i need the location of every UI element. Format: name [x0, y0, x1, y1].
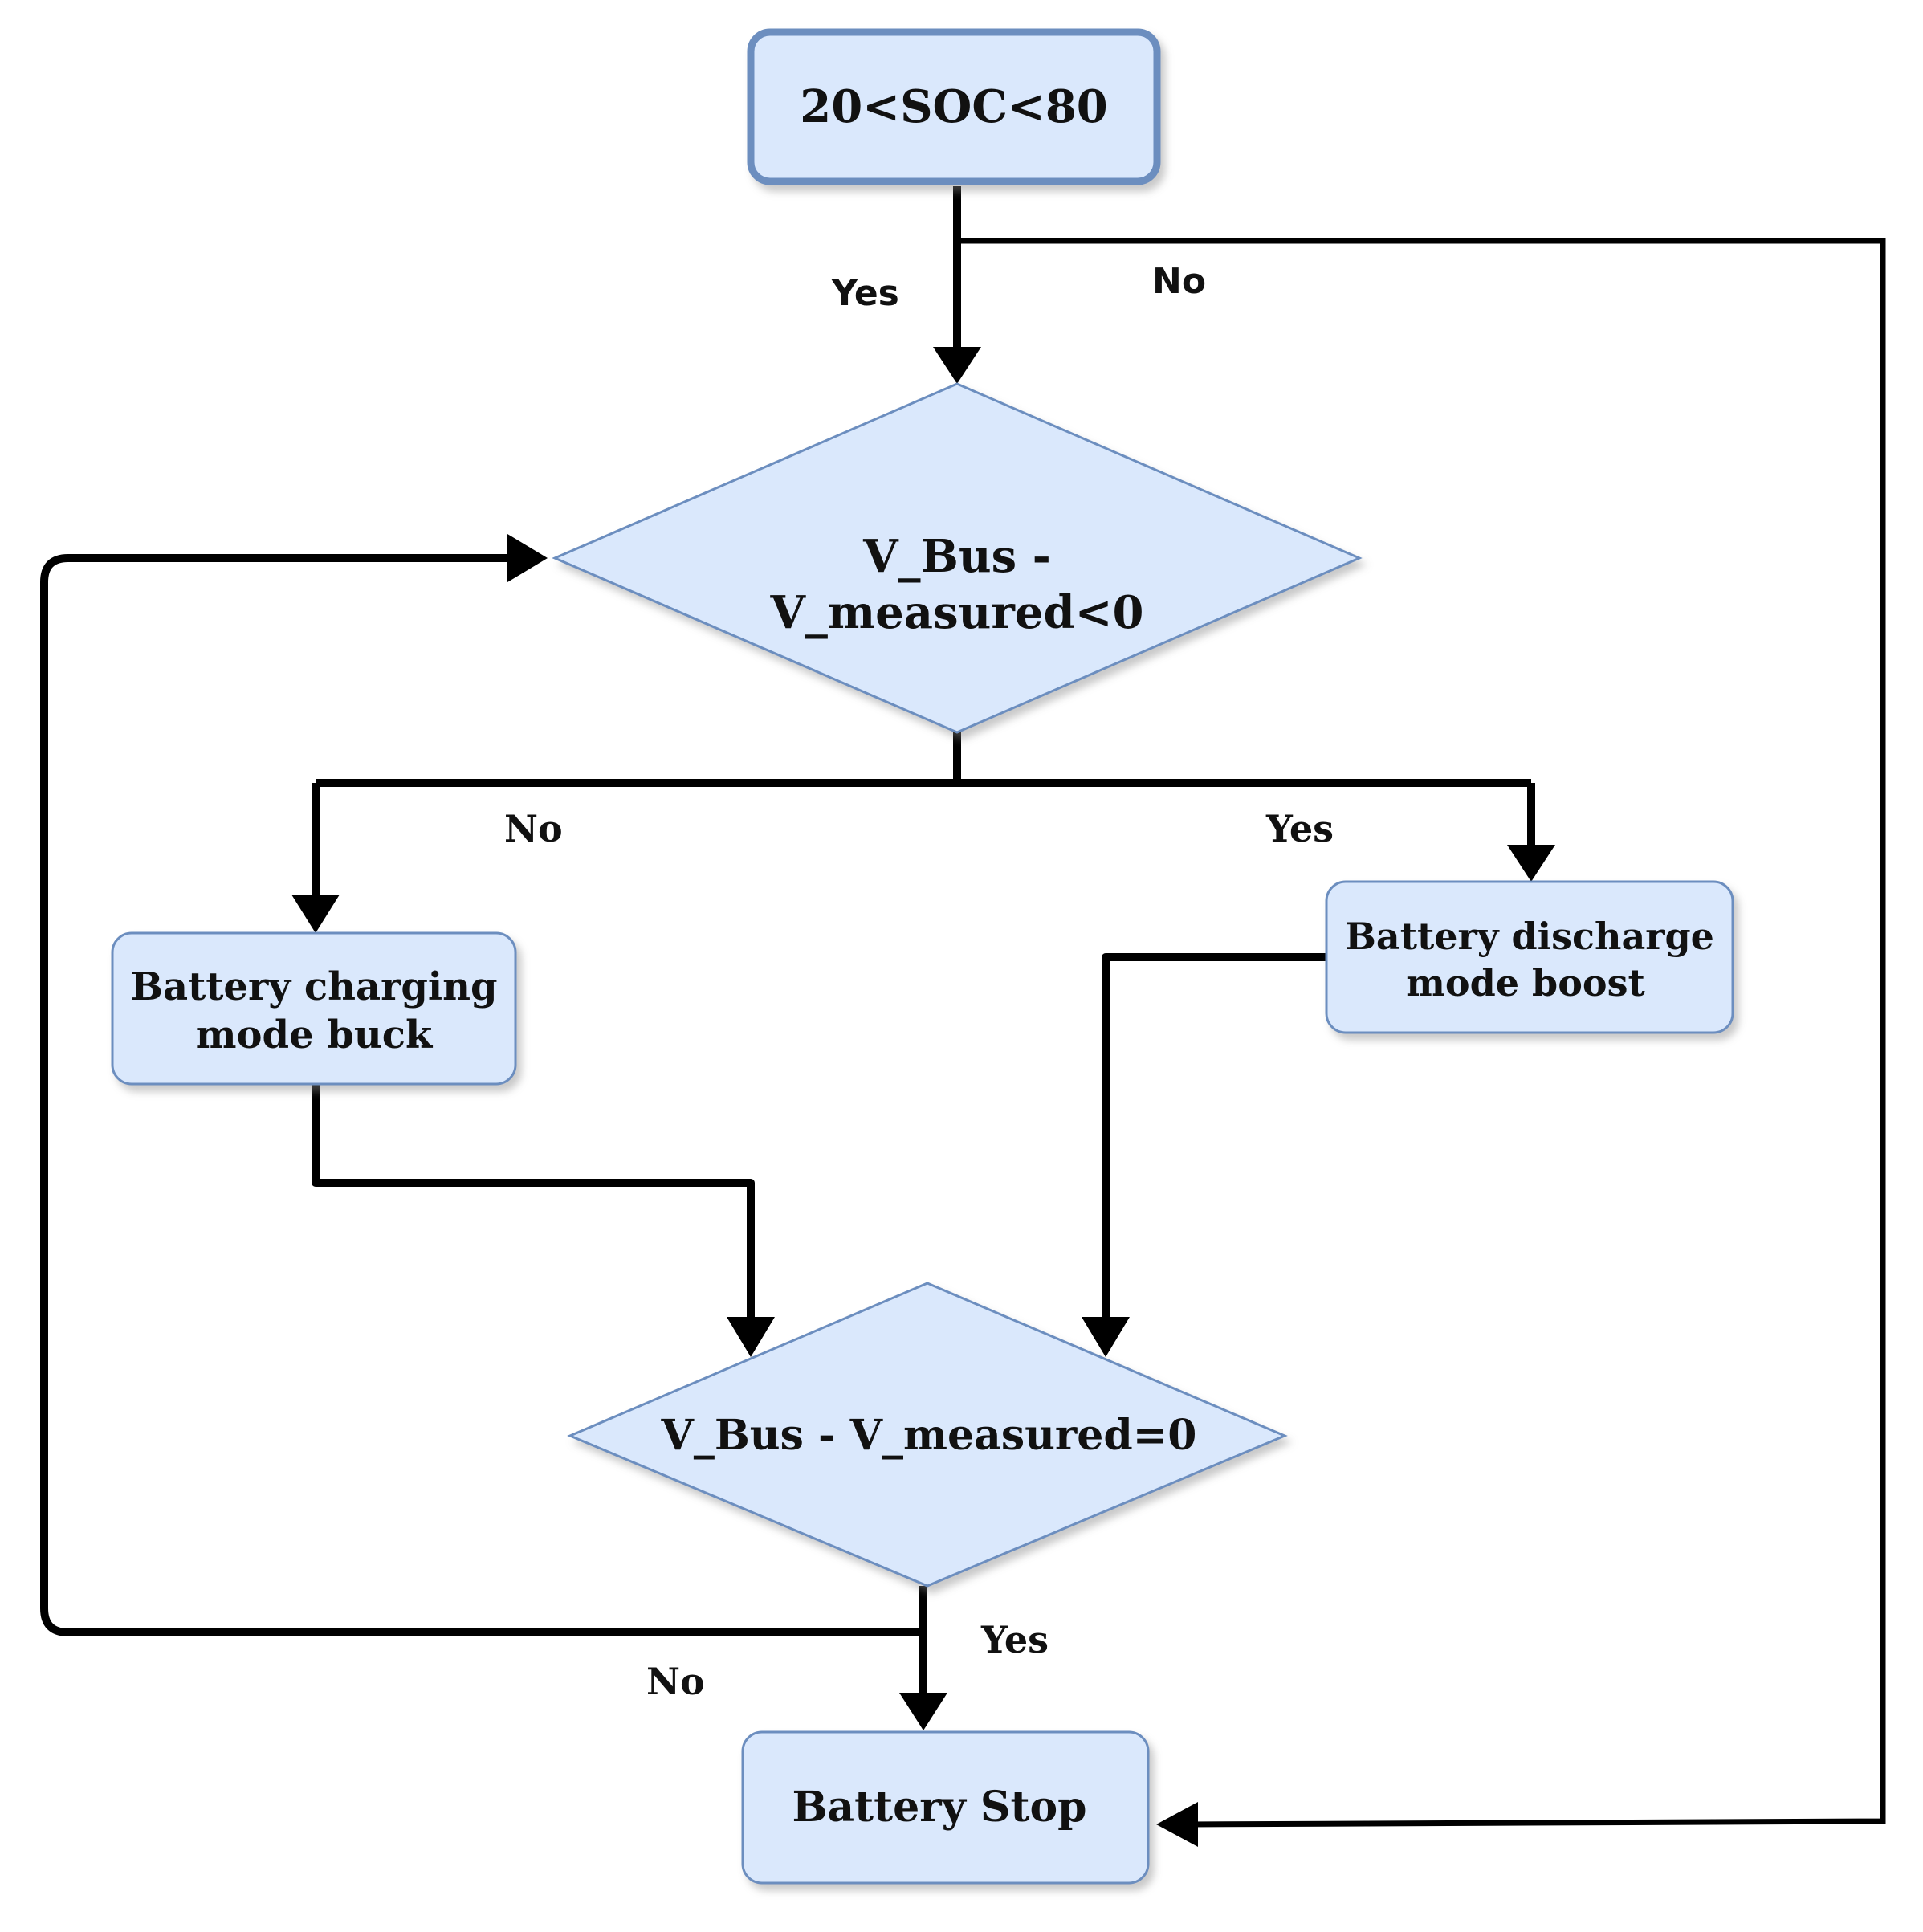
edge-label-start-yes: Yes	[831, 273, 899, 314]
stop-node-label: Battery Stop	[792, 1783, 1086, 1832]
arrowhead-discharge-top	[1507, 845, 1555, 882]
decision1-label-line2: V_measured<0	[769, 586, 1143, 639]
edge-label-decision1-yes: Yes	[1265, 807, 1334, 850]
charging-label-line1: Battery charging	[130, 964, 497, 1009]
edge-start-no-to-stop	[957, 238, 1886, 1828]
stop-node	[741, 1730, 1150, 1885]
edge-charging-to-decision2	[312, 1084, 755, 1323]
start-node	[747, 28, 1161, 185]
edge-discharge-to-decision2	[1102, 953, 1326, 1323]
decision2-node	[567, 1282, 1288, 1588]
edge-label-decision2-no: No	[646, 1660, 705, 1703]
connectors	[40, 186, 1886, 1847]
arrowhead-decision1-left	[507, 534, 548, 582]
decision1-label-line1: V_Bus -	[862, 530, 1051, 583]
arrowhead-stop-right	[1156, 1802, 1198, 1847]
decision2-label: V_Bus - V_measured=0	[661, 1411, 1197, 1460]
edge-label-start-no: No	[1152, 261, 1206, 302]
discharge-label-line2: mode boost	[1406, 961, 1645, 1005]
charging-node	[111, 931, 517, 1086]
arrowhead-decision1-top	[933, 347, 981, 384]
arrowhead-charging-top	[291, 895, 340, 933]
charging-label-line2: mode buck	[196, 1013, 434, 1058]
edge-label-decision2-yes: Yes	[980, 1618, 1049, 1661]
edge-decision2-no-loop	[40, 554, 923, 1636]
edge-label-decision1-no: No	[504, 807, 563, 850]
discharge-label-line1: Battery discharge	[1345, 915, 1714, 958]
discharge-node	[1325, 880, 1734, 1034]
arrowhead-stop-top	[899, 1693, 947, 1730]
arrowhead-decision2-left	[727, 1317, 775, 1357]
decision1-node	[552, 382, 1363, 734]
arrowhead-decision2-right	[1082, 1317, 1130, 1357]
start-node-label: 20<SOC<80	[800, 80, 1108, 133]
